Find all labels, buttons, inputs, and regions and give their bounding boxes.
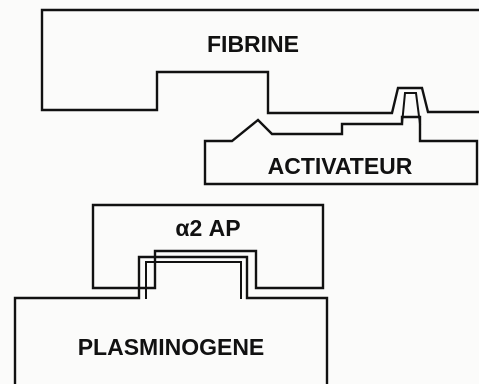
plasminogene-shape: [13, 255, 329, 384]
fibrine-shape: [40, 8, 479, 115]
activateur-shape: [203, 115, 479, 186]
fibrine-label: FIBRINE: [207, 31, 299, 57]
activateur-label: ACTIVATEUR: [268, 153, 413, 179]
plasminogene-bump-inner: [145, 261, 242, 299]
fibrine-slot-inner: [400, 92, 422, 126]
plasminogene-label: PLASMINOGENE: [78, 334, 265, 360]
alpha2-ap-shape: [91, 203, 325, 290]
alpha2-ap-label: α2 AP: [175, 215, 240, 241]
